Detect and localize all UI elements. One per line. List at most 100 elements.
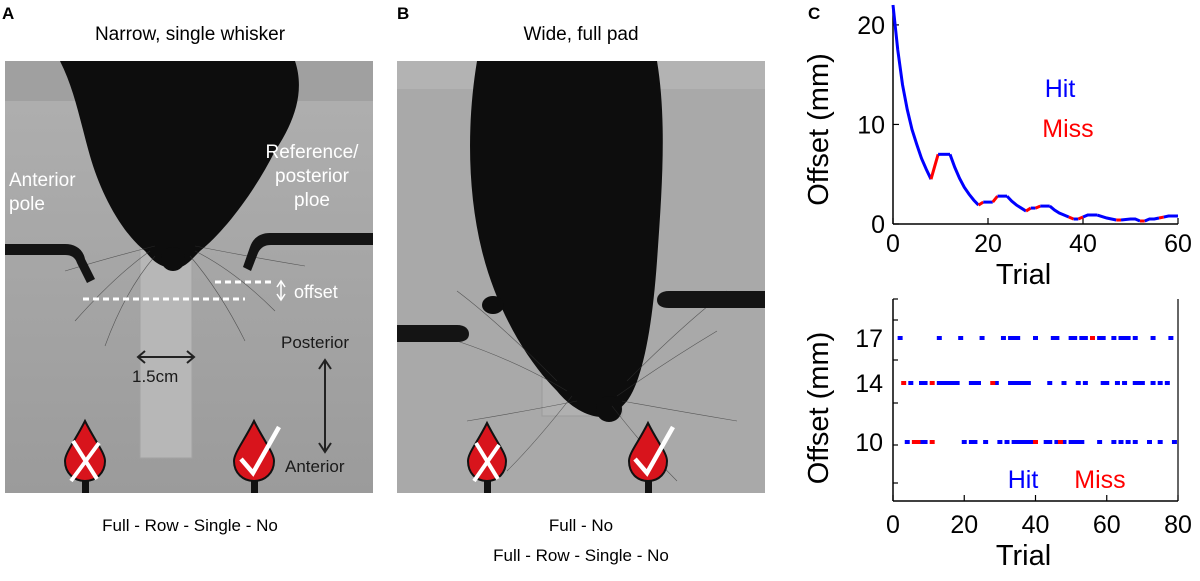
y-tick-label: 20 xyxy=(857,12,885,40)
panel-a-caption: Full - Row - Single - No xyxy=(102,516,278,535)
anterior-pole-shape xyxy=(5,244,95,283)
hit-mark xyxy=(958,336,964,340)
hit-mark xyxy=(961,440,967,444)
rat-silhouette-b xyxy=(470,61,663,417)
hit-mark xyxy=(1132,381,1138,385)
hit-mark xyxy=(1150,381,1156,385)
miss-segment xyxy=(1158,215,1165,220)
x-tick-label: 80 xyxy=(1164,511,1192,539)
legend-miss: Miss xyxy=(1042,115,1093,143)
hit-mark xyxy=(1118,440,1124,444)
hit-mark xyxy=(1082,381,1088,385)
hit-mark xyxy=(1072,336,1078,340)
hit-mark xyxy=(1100,336,1106,340)
anterior-label: Anterior xyxy=(285,457,345,476)
y-tick-label: 17 xyxy=(855,325,883,353)
hit-mark xyxy=(1157,381,1163,385)
hit-segment xyxy=(1163,214,1178,219)
hit-mark xyxy=(1061,381,1067,385)
panel-b-photo xyxy=(397,61,765,493)
hit-segment xyxy=(1005,195,1027,213)
hit-mark xyxy=(954,381,960,385)
hit-mark xyxy=(1079,336,1085,340)
y-axis-label: Offset (mm) xyxy=(803,53,835,206)
hit-mark xyxy=(943,381,949,385)
x-tick-label: 40 xyxy=(1069,230,1097,258)
panel-letter-b: B xyxy=(397,4,410,23)
left-pole-shape-b xyxy=(397,325,469,342)
hit-mark xyxy=(1054,440,1060,444)
hit-mark xyxy=(1018,381,1024,385)
hit-mark xyxy=(1122,381,1128,385)
miss-mark xyxy=(1090,336,1095,340)
miss-segment xyxy=(1034,204,1041,210)
x-tick-label: 0 xyxy=(886,230,900,258)
hit-mark xyxy=(936,336,942,340)
x-tick-label: 0 xyxy=(886,511,900,539)
panel-a-photo: Anterior pole Reference/ posterior ploe … xyxy=(5,61,373,493)
miss-mark xyxy=(1033,440,1038,444)
hit-mark xyxy=(1011,336,1017,340)
hit-mark xyxy=(968,440,974,444)
panel-b-caption-1: Full - No xyxy=(548,516,614,535)
hit-mark xyxy=(1075,440,1081,444)
hit-mark xyxy=(1022,381,1028,385)
hit-mark xyxy=(1150,336,1156,340)
miss-mark xyxy=(1057,440,1063,444)
legend-hit: Hit xyxy=(1008,466,1039,494)
hit-mark xyxy=(983,440,989,444)
y-tick-label: 0 xyxy=(871,211,885,239)
hit-mark xyxy=(1015,336,1021,340)
hit-mark xyxy=(1136,381,1142,385)
hit-mark xyxy=(1118,336,1124,340)
hit-segment xyxy=(1096,213,1117,222)
right-pole-shape-b xyxy=(657,291,765,308)
hit-mark xyxy=(1011,440,1017,444)
hit-mark xyxy=(972,440,978,444)
hit-mark xyxy=(922,440,928,444)
hit-mark xyxy=(1068,440,1074,444)
offset-label: offset xyxy=(294,282,338,302)
hit-mark xyxy=(1068,336,1074,340)
hit-mark xyxy=(951,381,957,385)
reward-drop-left-icon-b xyxy=(466,420,508,493)
hit-mark xyxy=(897,336,903,340)
hit-mark xyxy=(1122,336,1128,340)
posterior-label: Posterior xyxy=(281,333,350,352)
hit-mark xyxy=(1114,381,1120,385)
hit-mark xyxy=(1082,336,1088,340)
miss-mark xyxy=(911,440,917,444)
x-tick-label: 20 xyxy=(974,230,1002,258)
hit-mark xyxy=(1111,336,1117,340)
hit-mark xyxy=(1029,440,1035,444)
platform-lane xyxy=(139,245,193,459)
check-icon xyxy=(239,425,281,477)
miss-mark xyxy=(929,381,935,385)
hit-mark xyxy=(976,381,981,385)
hit-mark xyxy=(1047,381,1053,385)
hit-mark xyxy=(1015,440,1021,444)
learning-curve-line xyxy=(891,4,933,180)
panel-b-title: Wide, full pad xyxy=(523,24,639,45)
x-tick-label: 20 xyxy=(950,511,978,539)
hit-mark xyxy=(1047,440,1053,444)
hit-mark xyxy=(904,440,910,444)
reference-pole-label: Reference/ posterior ploe xyxy=(265,142,359,211)
hit-mark xyxy=(1139,381,1145,385)
hit-mark xyxy=(1011,381,1017,385)
hit-segment xyxy=(948,153,980,207)
panel-a-scene xyxy=(5,61,373,493)
y-tick-label: 14 xyxy=(855,370,883,398)
hit-mark xyxy=(1061,440,1067,444)
reward-drop-right-icon-b xyxy=(627,420,675,493)
hit-segment xyxy=(1048,204,1070,219)
panel-b-caption-2: Full - Row - Single - No xyxy=(493,546,669,565)
miss-mark xyxy=(901,381,907,385)
hit-mark xyxy=(1125,336,1131,340)
x-axis-label: Trial xyxy=(996,540,1051,572)
hit-mark xyxy=(1050,336,1056,340)
hit-mark xyxy=(1015,381,1021,385)
hit-mark xyxy=(1072,440,1078,444)
hit-mark xyxy=(947,381,953,385)
